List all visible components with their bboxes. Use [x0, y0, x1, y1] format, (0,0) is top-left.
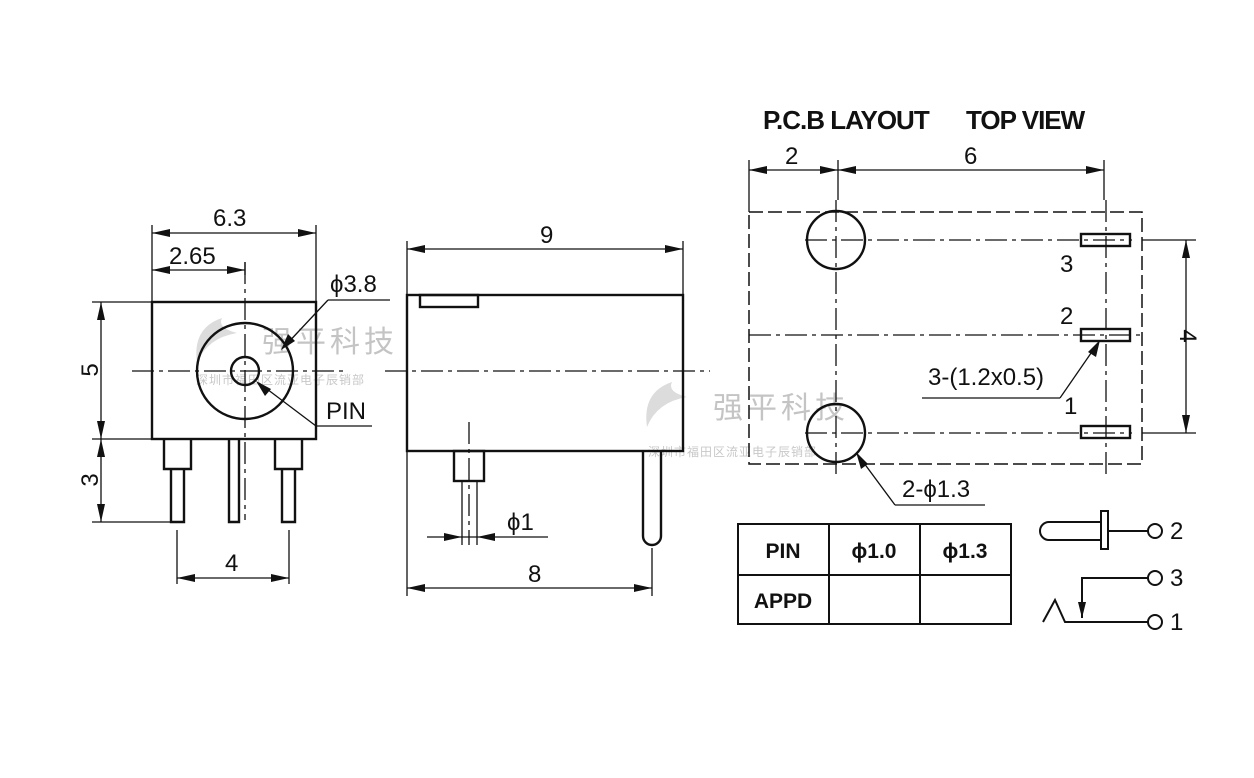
watermark-subtitle: 深圳市福田区流亚电子辰销部	[648, 444, 817, 459]
watermark-logo-icon	[646, 382, 687, 427]
front-pin-middle	[227, 439, 241, 524]
watermark-logo-icon	[196, 318, 237, 363]
pcb-outline	[748, 211, 1143, 465]
front-height-label: 5	[77, 363, 104, 376]
front-pin-label: PIN	[326, 398, 366, 425]
schematic-terminal-3-label: 3	[1170, 565, 1183, 592]
pcb-pad-2	[1079, 327, 1132, 343]
side-pin-span-label: 8	[528, 561, 541, 588]
schematic-terminal-3	[1147, 570, 1163, 586]
pcb-pad-1	[1079, 424, 1132, 440]
schematic-plug-icon	[1039, 521, 1101, 541]
schematic-sleeve-contact	[1042, 597, 1148, 623]
front-view: 6.3 2.65 ϕ3.8 PIN 5 3	[77, 205, 390, 584]
pcb-layout-title: P.C.B LAYOUT	[763, 105, 930, 135]
side-body-outline	[405, 293, 685, 453]
schematic-terminal-1	[1147, 614, 1163, 630]
pcb-height-label: 4	[1174, 329, 1201, 342]
front-pin-left	[162, 439, 193, 524]
pin-table-header-pin: PIN	[765, 540, 800, 563]
front-pin-length-label: 3	[77, 473, 104, 486]
pcb-pad-1-label: 1	[1064, 393, 1077, 420]
side-top-tab	[418, 293, 480, 309]
side-length-label: 9	[540, 222, 553, 249]
top-view-title: TOP VIEW	[966, 105, 1086, 135]
pin-table-header-phi10: ϕ1.0	[852, 540, 897, 563]
schematic-terminal-1-label: 1	[1170, 609, 1183, 636]
jack-schematic: 2 3 1	[1039, 510, 1183, 636]
schematic-terminal-2-label: 2	[1170, 518, 1183, 545]
schematic-terminal-2	[1147, 523, 1163, 539]
pcb-pad-3	[1079, 232, 1132, 248]
watermark-subtitle: 深圳市福田区流亚电子辰销部	[196, 372, 365, 387]
pcb-pad-2-label: 2	[1060, 303, 1073, 330]
watermark-center: 强平科技 深圳市福田区流亚电子辰销部	[646, 382, 849, 459]
pcb-pad-3-label: 3	[1060, 251, 1073, 278]
watermark-brand: 强平科技	[713, 391, 849, 426]
pcb-layout: P.C.B LAYOUT TOP VIEW 3 2 1 2 6	[748, 105, 1201, 506]
side-view: 9 ϕ1 8	[385, 222, 710, 596]
front-pin-span-label: 4	[225, 550, 238, 577]
schematic-plug-collar	[1100, 510, 1109, 550]
pin-table-row-label: APPD	[754, 590, 812, 613]
side-long-pin	[641, 451, 663, 547]
watermark-left: 强平科技 深圳市福田区流亚电子辰销部	[196, 318, 394, 387]
pcb-dim-left-label: 2	[785, 143, 798, 170]
front-pin-right	[273, 439, 304, 524]
schematic-arrow-icon	[1078, 602, 1086, 618]
front-width-label: 6.3	[213, 205, 246, 232]
pin-table-header-phi13: ϕ1.3	[943, 540, 988, 563]
pin-table: PIN ϕ1.0 ϕ1.3 APPD	[737, 523, 1012, 625]
pcb-hole-size-label: 2-ϕ1.3	[902, 476, 970, 503]
front-offset-label: 2.65	[169, 243, 216, 270]
side-pin-diameter-label: ϕ1	[507, 509, 534, 536]
pcb-pad-size-label: 3-(1.2x0.5)	[928, 364, 1044, 391]
pcb-dim-right-label: 6	[964, 143, 977, 170]
front-hole-diameter-label: ϕ3.8	[330, 271, 377, 298]
